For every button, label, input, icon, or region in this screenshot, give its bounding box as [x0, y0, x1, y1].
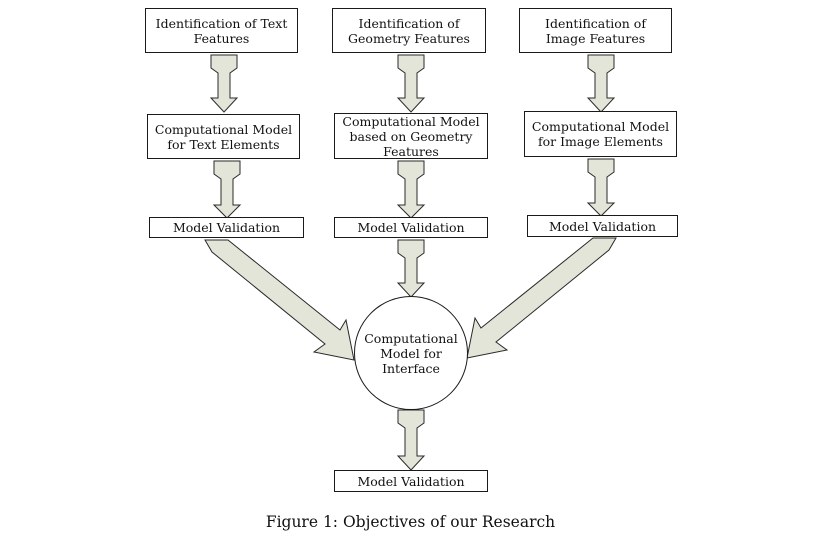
computational-model-interface-circle: Computational Model for Interface [354, 296, 468, 410]
figure-caption: Figure 1: Objectives of our Research [265, 513, 556, 531]
identification-image-features-box: Identification of Image Features [519, 8, 672, 53]
computational-model-image-box: Computational Model for Image Elements [524, 111, 677, 157]
model-validation-text-box: Model Validation [149, 217, 304, 238]
model-validation-geometry-box: Model Validation [334, 217, 488, 238]
final-model-validation-box: Model Validation [334, 470, 488, 492]
arrow-image-validation-to-interface [466, 237, 617, 359]
model-validation-image-box: Model Validation [527, 215, 678, 237]
arrow-image-features-to-model [586, 54, 616, 113]
arrow-text-features-to-model [209, 54, 239, 113]
identification-geometry-features-box: Identification of Geometry Features [332, 8, 486, 53]
arrow-image-model-to-validation [586, 158, 616, 217]
arrow-text-validation-to-interface [204, 239, 355, 361]
arrow-interface-to-final-validation [396, 409, 426, 471]
arrow-geometry-model-to-validation [396, 160, 426, 219]
computational-model-geometry-box: Computational Model based on Geometry Fe… [334, 113, 488, 159]
arrow-text-model-to-validation [212, 160, 242, 219]
computational-model-text-box: Computational Model for Text Elements [147, 114, 300, 159]
arrow-geometry-validation-to-interface [396, 239, 426, 298]
arrow-geometry-features-to-model [396, 54, 426, 113]
identification-text-features-box: Identification of Text Features [145, 8, 298, 53]
